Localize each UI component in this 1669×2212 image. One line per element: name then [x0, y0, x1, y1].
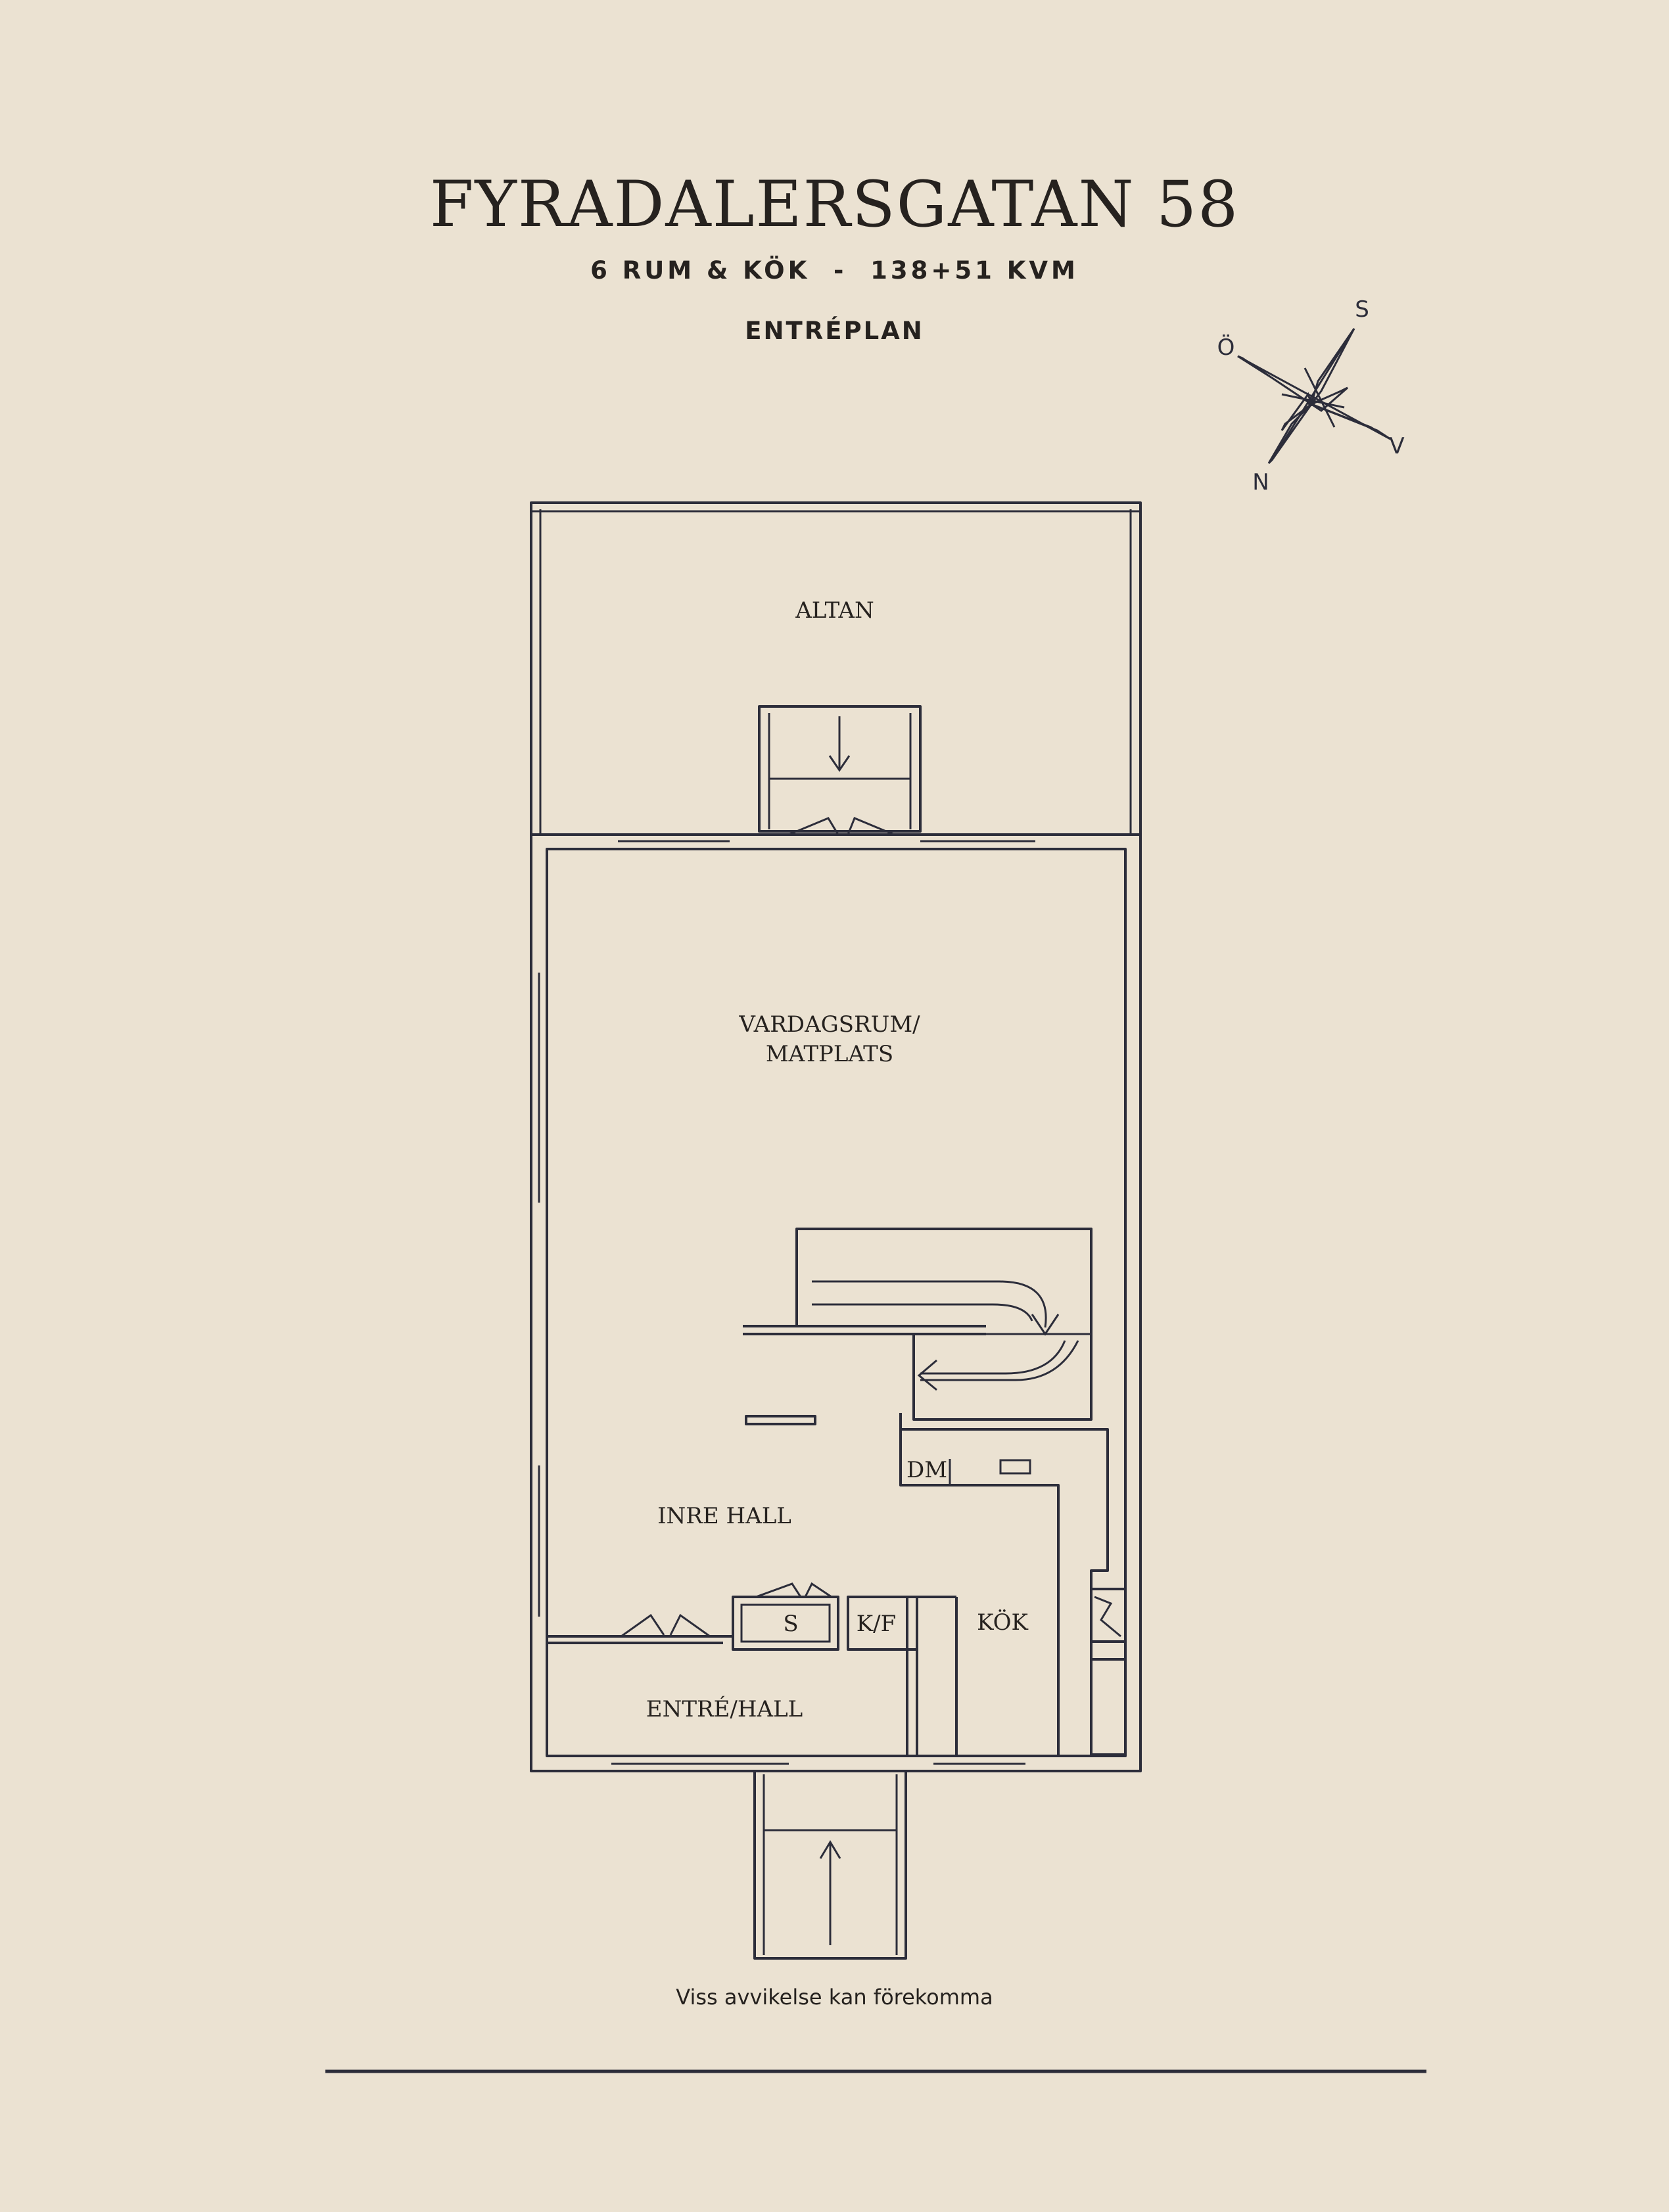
kitchen-walls	[899, 1413, 1127, 1756]
room-label-living-line1: VARDAGSRUM/	[738, 1011, 920, 1038]
compass-north-label: N	[1252, 469, 1269, 495]
interior-walls	[547, 1582, 958, 1756]
compass-south-label: S	[1355, 296, 1369, 323]
room-label-inner-hall: INRE HALL	[657, 1503, 791, 1529]
compass-icon: S Ö V N	[1217, 296, 1405, 495]
compass-east-label: Ö	[1217, 334, 1235, 361]
room-label-entry: ENTRÉ/HALL	[646, 1695, 803, 1722]
room-label-dm: DM	[906, 1457, 947, 1483]
entrance-steps	[753, 1770, 907, 1960]
room-label-kitchen: KÖK	[977, 1609, 1028, 1636]
altan-walls	[530, 501, 1142, 836]
disclaimer-text: Viss avvikelse kan förekomma	[676, 1985, 993, 2010]
room-label-kf: K/F	[857, 1611, 896, 1637]
house-walls	[530, 817, 1142, 1772]
floor-level-label: ENTRÉPLAN	[745, 317, 924, 345]
room-label-s: S	[783, 1611, 798, 1637]
staircase	[743, 1228, 1093, 1425]
compass-west-label: V	[1389, 433, 1404, 459]
page-subtitle: 6 RUM & KÖK - 138+51 KVM	[590, 256, 1079, 285]
room-label-altan: ALTAN	[795, 597, 874, 624]
page-title: FYRADALERSGATAN 58	[429, 168, 1240, 241]
room-label-living-line2: MATPLATS	[766, 1041, 893, 1067]
